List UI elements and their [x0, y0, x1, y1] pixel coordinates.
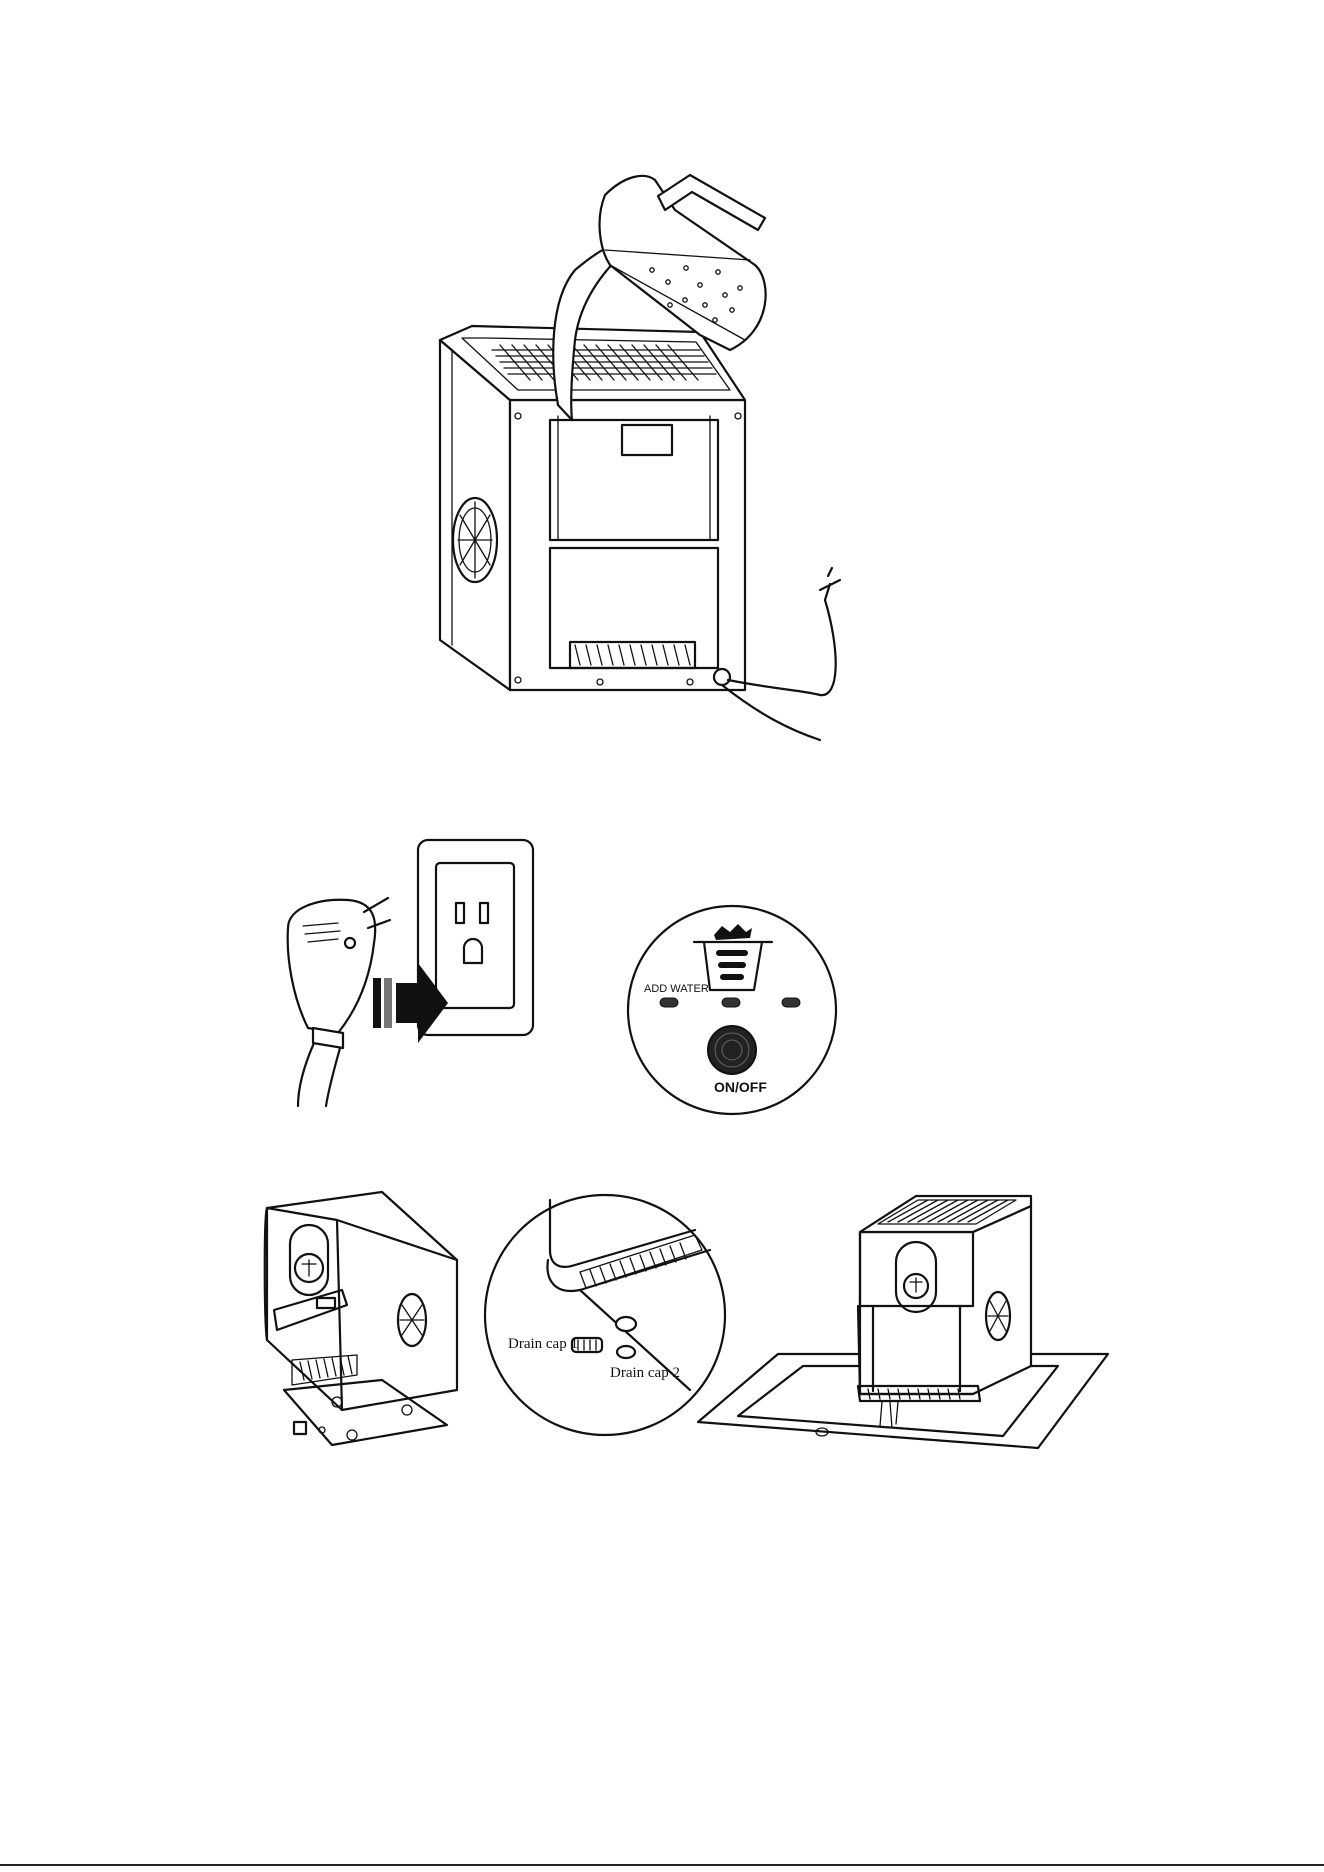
ice-maker-body — [858, 1196, 1031, 1401]
ice-basket-icon — [694, 924, 772, 990]
plug-outlet-illustration — [278, 828, 548, 1108]
figure-drain-bottom — [262, 1180, 462, 1460]
indicator-light-2 — [722, 998, 740, 1007]
drain-caps-illustration: Drain cap 1 Drain cap 2 — [480, 1190, 730, 1440]
figure-drain-sink — [698, 1186, 1108, 1456]
figure-control-panel: ADD WATER ON/OFF — [622, 900, 842, 1120]
drain-cap-1-label: Drain cap 1 — [508, 1336, 578, 1352]
page-footer-rule — [0, 1864, 1324, 1866]
drain-bottom-illustration — [262, 1180, 462, 1460]
ice-maker-illustration — [400, 170, 960, 750]
power-button[interactable]: ON/OFF — [708, 1026, 767, 1095]
drain-sink-illustration — [698, 1186, 1108, 1456]
figure-plug-in — [278, 828, 548, 1108]
water-pitcher-icon — [600, 175, 766, 350]
add-water-indicator — [660, 998, 678, 1007]
add-water-label: ADD WATER — [644, 983, 709, 995]
indicator-light-3 — [782, 998, 800, 1007]
figure-drain-caps: Drain cap 1 Drain cap 2 — [480, 1190, 730, 1440]
power-button-label: ON/OFF — [714, 1079, 767, 1095]
drain-grate-icon — [580, 1235, 702, 1288]
drain-cap-2-label: Drain cap 2 — [610, 1365, 680, 1381]
side-fan-icon — [453, 498, 497, 582]
control-panel-illustration: ADD WATER ON/OFF — [622, 900, 842, 1120]
figure-fill-water — [400, 170, 960, 750]
